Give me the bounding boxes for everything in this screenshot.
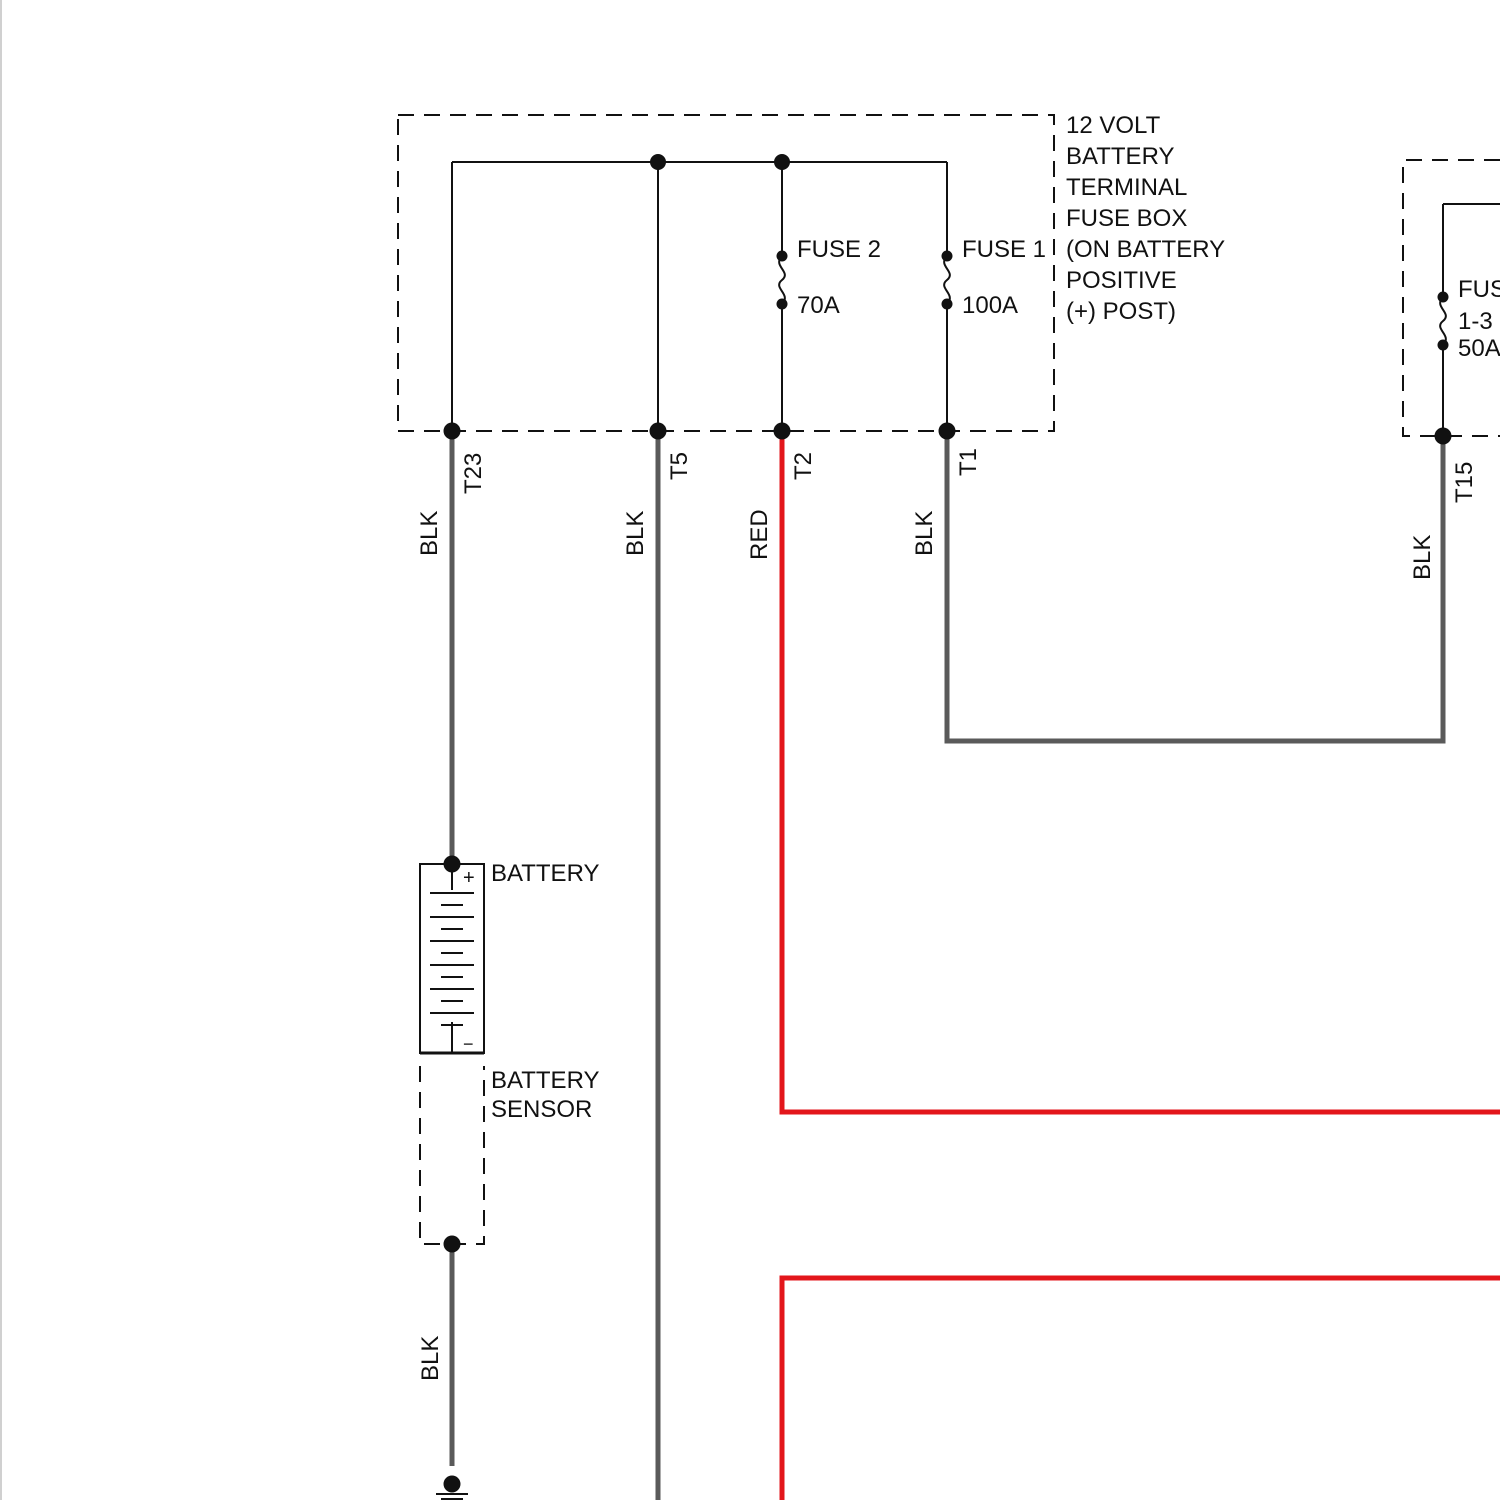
fuse-box-title-line: TERMINAL [1066,174,1187,201]
right-fuse-range: 1-3 [1458,308,1493,335]
wire-color-label: BLK [622,511,649,556]
fuse-1-rating: 100A [962,292,1018,319]
wire-t1-t15-blk [947,431,1443,741]
fuse-box-title-line: BATTERY [1066,143,1174,170]
battery-sensor-label-line: BATTERY [491,1067,599,1094]
terminal-label-t15: T15 [1451,462,1478,503]
fuse-box-title-line: (+) POST) [1066,298,1176,325]
ground-icon [436,1476,468,1500]
fuse-2-label: FUSE 2 [797,236,881,263]
battery-sensor-terminal-dot [444,1236,461,1253]
battery-symbol [420,864,484,1053]
right-fuse-label: FUS [1458,276,1500,303]
fuse-box-title: 12 VOLT BATTERY TERMINAL FUSE BOX (ON BA… [1066,112,1225,325]
terminal-dot-t5 [650,423,667,440]
terminal-label-t2: T2 [790,452,817,480]
wire-color-label: BLK [416,511,443,556]
terminal-label-t5: T5 [666,452,693,480]
battery-minus-sign: − [463,1034,474,1054]
fuse-box-internal-bus [452,162,947,431]
terminal-dot-t2 [774,423,791,440]
battery-plus-sign: + [463,867,475,889]
splice-dot [650,154,666,170]
battery-positive-dot [444,856,461,873]
fuse-box-title-line: FUSE BOX [1066,205,1187,232]
battery-sensor-enclosure [420,1066,484,1244]
wire-red-lower [782,1278,1500,1500]
terminal-label-t1: T1 [955,448,982,476]
fuse-2-rating: 70A [797,292,840,319]
fuse-box-title-line: 12 VOLT [1066,112,1161,139]
fuse-1-symbol [942,251,953,310]
fuse-box-title-line: POSITIVE [1066,267,1177,294]
wire-color-label: BLK [1409,535,1436,580]
wire-color-label: BLK [911,511,938,556]
battery-sensor-label-line: SENSOR [491,1096,592,1123]
wire-t2-red [782,431,1500,1112]
terminal-dot-t1 [939,423,956,440]
terminal-dot-t23 [444,423,461,440]
terminal-label-t23: T23 [460,453,487,494]
right-fuse-rating: 50A [1458,335,1500,362]
splice-dot [774,154,790,170]
wire-color-label: RED [746,509,773,560]
fuse-2-symbol [777,251,788,310]
battery-label: BATTERY [491,860,599,887]
wire-color-label: BLK [417,1336,444,1381]
fuse-1-label: FUSE 1 [962,236,1046,263]
terminal-dot-t15 [1435,428,1452,445]
right-fuse-symbol [1438,292,1449,351]
fuse-box-title-line: (ON BATTERY [1066,236,1225,263]
